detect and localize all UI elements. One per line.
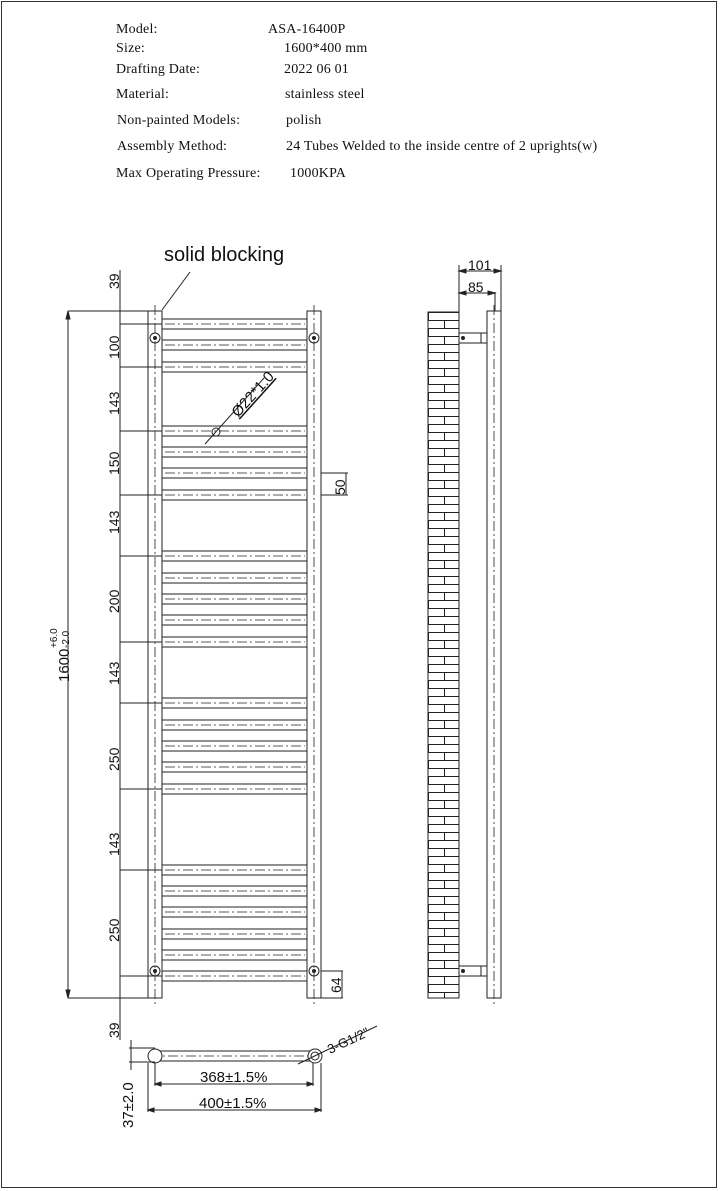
svg-text:150: 150 (106, 451, 122, 475)
depth-inner-label: 85 (468, 279, 484, 295)
offset-label: 37±2.0 (120, 1082, 137, 1128)
wall-bracket-bottom (458, 965, 488, 977)
centres-label: 368±1.5% (200, 1069, 267, 1086)
date-value: 2022 06 01 (284, 62, 349, 77)
svg-text:-2.0: -2.0 (61, 630, 72, 648)
material-value: stainless steel (285, 87, 365, 102)
size-label: Size: (116, 41, 145, 56)
svg-text:200: 200 (106, 589, 122, 613)
bottom-view (129, 1025, 378, 1113)
pressure-value: 1000KPA (290, 166, 347, 181)
model-value: ASA-16400P (268, 22, 346, 37)
wall-brick (427, 311, 460, 999)
left-upright (147, 305, 163, 1004)
overall-height-label: 1600 +6.0 -2.0 (49, 628, 73, 682)
assembly-label: Assembly Method: (117, 139, 228, 154)
left-inlet-icon (147, 1048, 163, 1064)
size-value: 1600*400 mm (284, 41, 368, 56)
mount-point-icons (149, 332, 320, 977)
svg-text:250: 250 (106, 747, 122, 771)
finish-label: Non-painted Models: (117, 113, 241, 128)
finish-value: polish (286, 113, 322, 128)
right-upright (306, 305, 322, 1004)
svg-text:143: 143 (106, 510, 122, 534)
svg-text:1600: 1600 (56, 649, 73, 682)
model-label: Model: (116, 22, 158, 37)
svg-text:250: 250 (106, 918, 122, 942)
svg-text:143: 143 (106, 661, 122, 685)
svg-text:143: 143 (106, 832, 122, 856)
tube-spec-label: Ø22*1.0 (228, 368, 277, 420)
svg-text:+6.0: +6.0 (49, 628, 60, 648)
wall-bracket-top (458, 332, 488, 344)
segment-labels: 39 100 143 150 143 200 143 250 143 250 3… (106, 273, 122, 1038)
dim-50-label: 50 (332, 479, 348, 495)
side-view (427, 265, 503, 1004)
svg-text:39: 39 (106, 1022, 122, 1038)
inlet-spec-label: 3-G1/2" (325, 1024, 372, 1057)
width-label: 400±1.5% (199, 1095, 266, 1112)
assembly-value: 24 Tubes Welded to the inside centre of … (286, 139, 598, 154)
front-view (65, 270, 348, 1040)
svg-text:143: 143 (106, 391, 122, 415)
svg-text:100: 100 (106, 335, 122, 359)
solid-blocking-callout: solid blocking (164, 244, 284, 266)
date-label: Drafting Date: (116, 62, 201, 77)
tubes (162, 318, 307, 982)
pressure-label: Max Operating Pressure: (116, 166, 261, 181)
depth-outer-label: 101 (468, 257, 492, 273)
svg-text:39: 39 (106, 273, 122, 289)
dim-64-label: 64 (328, 977, 344, 993)
material-label: Material: (116, 87, 170, 102)
